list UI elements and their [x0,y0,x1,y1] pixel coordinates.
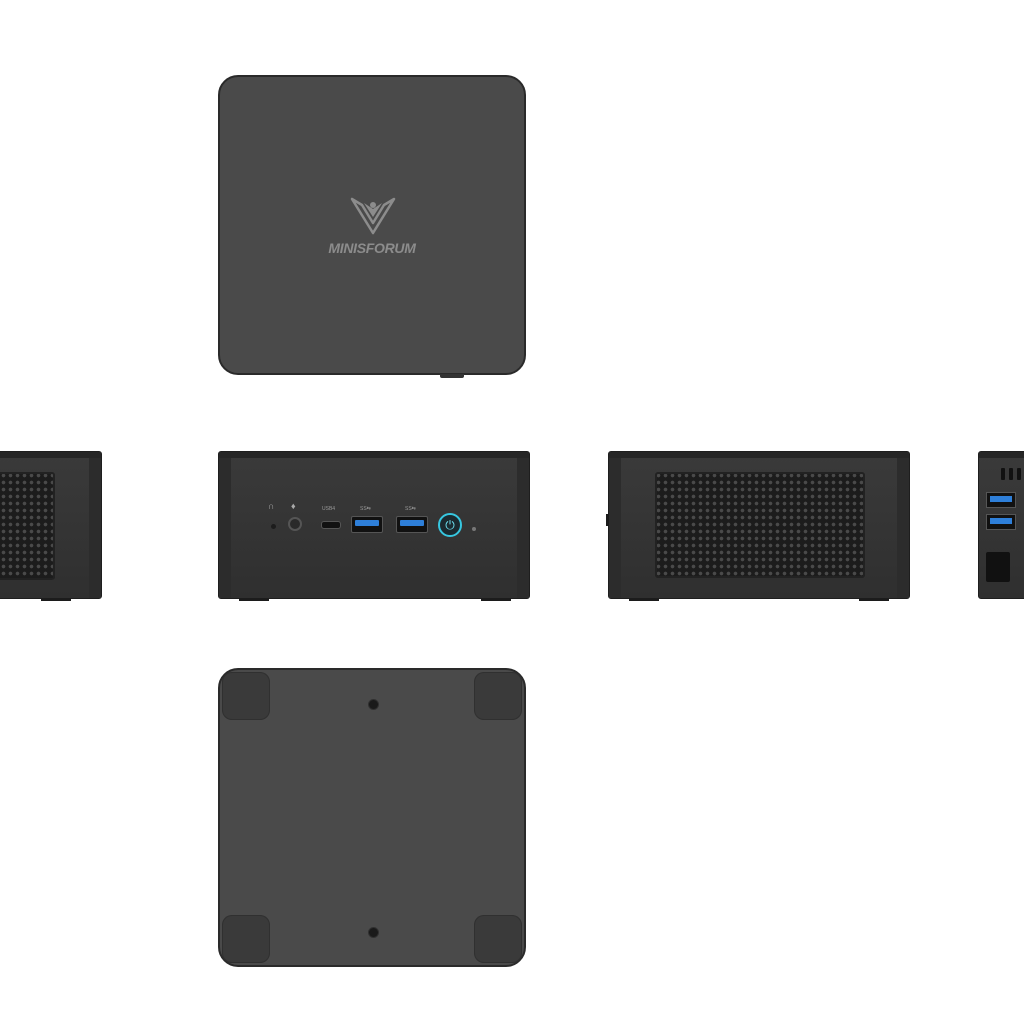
side-edge [219,458,231,598]
side-nub [606,514,609,526]
front-view [218,451,530,601]
rear-connector[interactable] [986,552,1010,582]
screw-hole [368,699,379,710]
status-led [472,527,476,531]
ventilation-mesh [0,472,55,580]
rubber-foot [474,672,522,720]
left-side-view [0,451,102,601]
microphone-icon: ♦ [291,501,296,511]
usba-label-1: SS⇆ [360,506,371,512]
usbc-port[interactable] [321,521,341,529]
brand-wordmark: MINISFORUM [328,240,416,256]
rubber-foot [474,915,522,963]
chassis-foot [239,598,269,601]
usba-port-1[interactable] [351,516,383,533]
side-edge [609,458,621,598]
power-button[interactable]: ⏻ [438,513,462,537]
chassis-foot [859,598,889,601]
side-edge [89,458,101,598]
ventilation-mesh [655,472,865,578]
vent-slot [1001,468,1005,480]
reset-pinhole[interactable] [271,524,276,529]
top-view: MINISFORUM [218,75,526,378]
rubber-foot [222,672,270,720]
minisforum-logo-mark [350,197,396,235]
audio-jack[interactable] [288,517,302,531]
vent-slot [1009,468,1013,480]
chassis-foot [629,598,659,601]
rubber-foot [222,915,270,963]
side-edge [517,458,529,598]
usbc-label: USB4 [322,506,336,512]
screw-hole [368,927,379,938]
chassis-foot [481,598,511,601]
rear-io-view [978,451,1024,599]
rear-usba-port-1[interactable] [986,492,1016,508]
rear-usba-port-2[interactable] [986,514,1016,530]
side-edge [897,458,909,598]
usba-label-2: SS⇆ [405,506,416,512]
headphone-icon: ∩ [268,501,275,511]
usba-port-2[interactable] [396,516,428,533]
vent-slot [1017,468,1021,480]
bottom-view [218,668,526,967]
chassis-lip [440,374,464,378]
power-icon: ⏻ [445,517,455,532]
chassis-foot [41,598,71,601]
right-side-view [606,451,910,601]
